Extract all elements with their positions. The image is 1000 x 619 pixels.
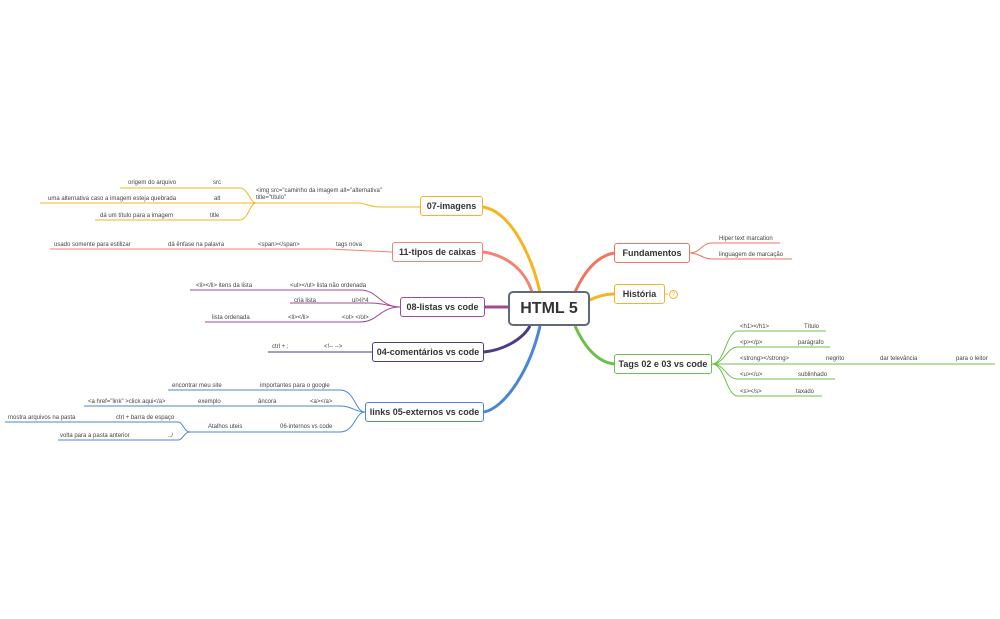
branch-historia xyxy=(589,292,615,302)
topic-comentarios[interactable]: 04-comentários vs code xyxy=(372,342,484,362)
listas-li: <li></li> itens da lista xyxy=(196,283,253,289)
comentarios-code: <!-- --> xyxy=(324,344,343,350)
imagens-code-line2: title="título" xyxy=(256,195,287,201)
listas-cria: cria lista xyxy=(294,298,317,304)
links-encontrar: encontrar meu site xyxy=(172,383,222,389)
branch-links xyxy=(483,325,542,414)
branch-imagens xyxy=(482,205,542,293)
tags-p-desc: parágrafo xyxy=(798,340,824,346)
imagens-attr-alt: alt xyxy=(214,196,221,202)
imagens-desc-src: origem do arquivo xyxy=(128,180,177,186)
caixas-span: <span></span> xyxy=(258,242,300,248)
imagens-attr-src: src xyxy=(213,180,221,186)
branch-tags xyxy=(573,325,615,366)
links-ancora: âncora xyxy=(258,399,277,405)
tags-s-desc: taxado xyxy=(796,389,815,395)
imagens-desc-alt: uma alternativa caso a imagem esteja que… xyxy=(48,196,177,202)
links-a-tag: <a></a> xyxy=(310,399,333,405)
topic-historia[interactable]: História xyxy=(614,284,665,304)
caixas-tags-nova: tags nova xyxy=(336,242,363,248)
caixas-uso: usado somente para estilizar xyxy=(54,242,131,248)
links-ctrl-espaco: ctrl + barra de espaço xyxy=(116,415,175,421)
tags-h1-desc: Título xyxy=(804,324,820,330)
links-href: <a href="link" >click aqui</a> xyxy=(88,399,166,405)
topic-links[interactable]: links 05-externos vs code xyxy=(365,402,484,422)
tags-p: <p></p> xyxy=(740,340,763,346)
tags-strong-desc: negrito xyxy=(826,356,845,362)
listas-ordenada: lista ordenada xyxy=(212,315,250,321)
topic-tags[interactable]: Tags 02 e 03 vs code xyxy=(614,354,712,374)
tags-strong-sub2: para o leitor xyxy=(956,356,988,362)
imagens-code-line1: <img src="caminho da imagem alt="alterna… xyxy=(256,188,382,194)
listas-ul: <ul></ul> lista não ordenada xyxy=(290,283,367,289)
links-internos: 06-internos vs code xyxy=(280,424,333,430)
imagens-attr-title: title xyxy=(210,213,220,219)
topic-imagens[interactable]: 07-imagens xyxy=(420,196,483,216)
tags-h1: <h1></h1> xyxy=(740,324,770,330)
tags-strong-sub1: dar televância xyxy=(880,356,918,362)
tags-s: <s></s> xyxy=(740,389,762,395)
central-topic[interactable]: HTML 5 xyxy=(508,291,590,326)
fundamentos-item-1: Hiper text marcation xyxy=(719,236,773,242)
topic-fundamentos[interactable]: Fundamentos xyxy=(614,243,690,263)
topic-listas[interactable]: 08-listas vs code xyxy=(400,297,485,317)
branch-fundamentos xyxy=(573,251,615,293)
fundamentos-item-2: linguagem de marcação xyxy=(719,252,784,258)
links-volta: volta para a pasta anterior xyxy=(60,433,130,439)
links-exemplo: exemplo xyxy=(198,399,221,405)
tags-u: <u></u> xyxy=(740,372,763,378)
listas-atalho: ul>li*4 xyxy=(352,298,369,304)
branch-caixas xyxy=(482,250,534,293)
branch-comentarios xyxy=(483,325,532,354)
comentarios-atalho: ctrl + ; xyxy=(272,344,289,350)
links-atalhos: Atalhos uteis xyxy=(208,424,243,430)
links-importantes: importantes para o google xyxy=(260,383,330,389)
info-marker-icon[interactable]: ? xyxy=(669,290,678,299)
listas-ol: <ol> </ol> xyxy=(342,315,369,321)
tags-strong: <strong></strong> xyxy=(740,356,790,362)
tags-u-desc: sublinhado xyxy=(798,372,828,378)
caixas-enfase: dá ênfase na palavra xyxy=(168,242,225,248)
links-dotdot: ../ xyxy=(168,433,174,439)
imagens-desc-title: dá um título para a imagem xyxy=(100,213,174,219)
listas-li2: <li></li> xyxy=(288,315,310,321)
links-mostra: mostra arquivos na pasta xyxy=(8,415,76,421)
topic-caixas[interactable]: 11-tipos de caixas xyxy=(392,242,483,262)
